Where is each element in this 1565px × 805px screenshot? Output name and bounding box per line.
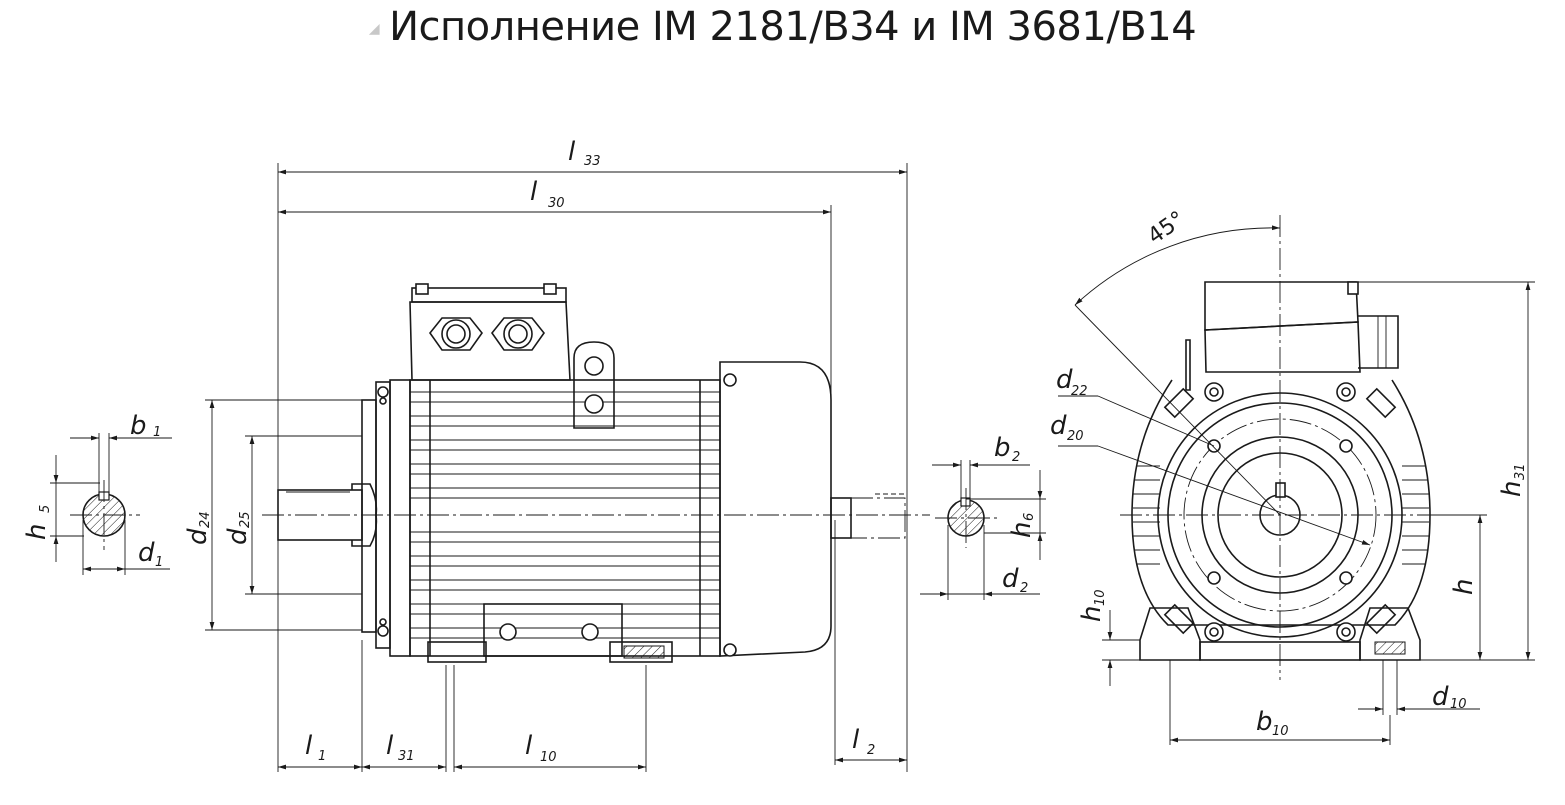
dim-h10-label: h 10 bbox=[1077, 589, 1108, 622]
dim-h10-sub: 10 bbox=[1093, 589, 1108, 606]
dim-h10-letter: h bbox=[1077, 606, 1107, 622]
dim-d22-sub: 22 bbox=[1071, 384, 1088, 399]
dim-l2-sub: 2 bbox=[867, 743, 875, 758]
dim-l2-letter: l bbox=[852, 725, 860, 755]
dim-b10-sub: 10 bbox=[1272, 724, 1289, 739]
dim-l31-letter: l bbox=[386, 731, 394, 761]
drawing-title-row: ◢ Исполнение IM 2181/B34 и IM 3681/B14 bbox=[0, 4, 1565, 50]
dim-l10-sub: 10 bbox=[540, 750, 557, 765]
dim-d20-sub: 20 bbox=[1067, 429, 1084, 444]
dim-h5-sub: 5 bbox=[38, 505, 53, 513]
dim-h-letter: h bbox=[1449, 579, 1479, 595]
dim-h5-letter: h bbox=[22, 524, 52, 540]
dim-l1-sub: 1 bbox=[318, 749, 326, 764]
dim-h6-letter: h bbox=[1007, 522, 1037, 538]
side-view bbox=[205, 163, 930, 772]
dim-d2-letter: d bbox=[1002, 564, 1019, 594]
dim-b2-sub: 2 bbox=[1012, 450, 1020, 465]
dim-h-label: h bbox=[1449, 579, 1479, 595]
dim-d25-sub: 25 bbox=[238, 511, 253, 528]
triangle-marker-icon: ◢ bbox=[368, 21, 380, 37]
angle-45-label: 45° bbox=[1143, 207, 1189, 250]
dim-d10-letter: d bbox=[1432, 682, 1449, 712]
end-view bbox=[1058, 215, 1535, 745]
dim-l30-letter: l bbox=[530, 177, 538, 207]
dim-l1-letter: l bbox=[305, 731, 313, 761]
dim-d1-letter: d bbox=[138, 538, 155, 568]
dim-b1-sub: 1 bbox=[153, 425, 161, 440]
dimension-labels: l 33 l 30 l 1 l 31 l 10 l 2 b 1 h 5 d 1 … bbox=[22, 137, 1528, 765]
cooling-fins bbox=[410, 391, 720, 639]
dim-b10-letter: b bbox=[1256, 707, 1273, 737]
dim-d24-sub: 24 bbox=[198, 511, 213, 528]
dim-d24-label: d 24 bbox=[183, 511, 213, 545]
dim-d2-sub: 2 bbox=[1020, 581, 1028, 596]
end-view-fins bbox=[1133, 465, 1429, 565]
dim-h31-sub: 31 bbox=[1513, 463, 1528, 480]
dim-d1-sub: 1 bbox=[155, 555, 163, 570]
dim-d25-label: d 25 bbox=[223, 511, 253, 545]
dim-l33-sub: 33 bbox=[584, 154, 601, 169]
dim-b1-letter: b bbox=[130, 411, 147, 441]
shaft-section-left bbox=[50, 433, 172, 575]
dim-d22-letter: d bbox=[1056, 365, 1073, 395]
dim-l33-letter: l bbox=[568, 137, 576, 167]
dim-d25-letter: d bbox=[223, 528, 253, 545]
drawing-title: Исполнение IM 2181/B34 и IM 3681/B14 bbox=[389, 4, 1197, 50]
dim-l31-sub: 31 bbox=[398, 749, 415, 764]
dim-d24-letter: d bbox=[183, 528, 213, 545]
dim-d20-letter: d bbox=[1050, 411, 1067, 441]
dim-l10-letter: l bbox=[525, 731, 533, 761]
dim-b2-letter: b bbox=[994, 433, 1011, 463]
dim-h31-letter: h bbox=[1497, 481, 1527, 497]
dim-l30-sub: 30 bbox=[548, 196, 565, 211]
dim-h5-label: h 5 bbox=[22, 505, 53, 540]
shaft-section-right bbox=[920, 460, 1046, 600]
dim-h6-sub: 6 bbox=[1022, 513, 1037, 521]
dim-h31-label: h 31 bbox=[1497, 463, 1528, 497]
dim-h6-label: h 6 bbox=[1007, 513, 1037, 538]
dim-d10-sub: 10 bbox=[1450, 697, 1467, 712]
